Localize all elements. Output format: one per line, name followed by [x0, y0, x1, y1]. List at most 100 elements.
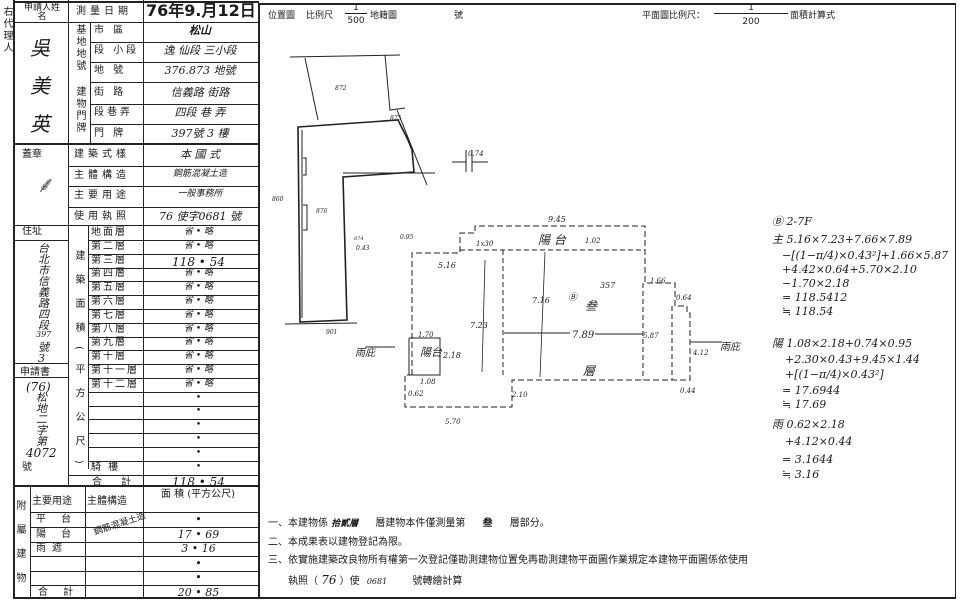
- attached-area: 3 • 16: [181, 542, 216, 555]
- divider: [30, 556, 258, 557]
- floor-plan: [365, 150, 722, 408]
- divider: [30, 512, 258, 513]
- door-row-value: 397號 3 樓: [171, 127, 229, 140]
- divider: [13, 143, 259, 145]
- address-char: 四: [38, 308, 49, 321]
- floor-area-value: •: [195, 420, 202, 431]
- application-no-char: 4072: [26, 446, 57, 460]
- divider: [88, 405, 258, 407]
- floor-label: 地面層: [91, 227, 127, 238]
- base-label: 基地地號: [74, 24, 85, 72]
- plan-dimension-floor_char2: 層: [583, 364, 597, 378]
- cadastral-map-label: 地籍圖: [370, 11, 398, 21]
- door-row-label: 門 牌: [94, 128, 127, 139]
- property-value: 一般事務所: [177, 189, 223, 199]
- property-label: 主體構造: [74, 170, 130, 181]
- divider: [258, 3, 956, 5]
- calculation-line: = 118.5412: [782, 291, 848, 304]
- calculation-line: = 17.6944: [782, 384, 841, 397]
- parcel-number: 872: [335, 85, 347, 92]
- divider: [68, 186, 258, 187]
- attached-area: 17 • 69: [177, 527, 220, 541]
- door-row-value: 信義路 街路: [170, 86, 230, 99]
- divider: [13, 225, 259, 226]
- floor-label: 第六層: [91, 296, 127, 307]
- property-value: 鋼筋混凝土造: [172, 169, 227, 179]
- application-no-char: (76): [26, 380, 51, 394]
- applicant-name-char: 英: [30, 112, 50, 136]
- plan-dimension-d043: 0.43: [356, 245, 370, 252]
- divider: [90, 124, 258, 125]
- divider: [13, 485, 259, 487]
- floor-label: 第三層: [91, 254, 127, 266]
- divider: [955, 3, 956, 599]
- floor-area-value: 省 • 略: [183, 282, 214, 293]
- divider: [30, 541, 258, 543]
- address-char: 台: [38, 242, 49, 255]
- divider: [68, 207, 258, 208]
- divider: [13, 0, 15, 598]
- calculation-line: +4.42×0.64+5.70×2.10: [782, 263, 917, 276]
- application-no-char: 字: [36, 424, 47, 437]
- divider: [13, 1, 259, 3]
- divider: [88, 336, 258, 338]
- address-char: 397: [36, 330, 52, 339]
- calculation-line: +[(1−π/4)×0.43²]: [785, 368, 884, 381]
- address-char: 3: [38, 352, 45, 365]
- door-row-value: 四段 巷 弄: [174, 106, 226, 119]
- location-scale-denominator: 500: [347, 16, 365, 26]
- divider: [90, 62, 258, 63]
- divider: [30, 570, 258, 572]
- divider: [88, 364, 258, 366]
- calculation-line: −1.70×2.18: [782, 277, 850, 290]
- location-map: [284, 54, 435, 325]
- door-label: 建物門牌: [74, 86, 85, 134]
- plan-dimension-unit: Ⓑ: [568, 292, 579, 303]
- parcel-number: 901: [326, 329, 337, 336]
- note-1-floor: 叁: [482, 518, 493, 529]
- plan-dimension-d102: 1.02: [585, 237, 601, 245]
- area-label: 建築面積(平方公尺): [73, 250, 84, 478]
- floor-label: 第十二層: [91, 378, 139, 390]
- plan-dimension-d108: 1.08: [420, 378, 436, 386]
- floor-area-value: 省 • 略: [183, 365, 214, 375]
- property-label: 建築式樣: [74, 149, 130, 160]
- application-no-suffix: 號: [22, 462, 32, 473]
- date-value: 76年9.月12日: [146, 1, 256, 20]
- divider: [88, 419, 258, 421]
- application-no-char: 第: [36, 435, 47, 448]
- floor-area-value: 省 • 略: [183, 323, 214, 334]
- floor-label: 第四層: [91, 268, 127, 280]
- note-3: 三、依實施建築改良物所有權第一次登記僅勘測建物位置免再勘測建物平面圖作業規定本建…: [268, 555, 748, 566]
- floor-label: 第二層: [91, 240, 127, 252]
- plan-dimension-d074: 0.74: [468, 150, 484, 158]
- plan-dimension-d716: 7.16: [532, 296, 550, 305]
- seal-stamp: ⸙: [36, 173, 53, 198]
- plan-dimension-balcony_left: 陽台: [420, 346, 443, 359]
- applicant-name-char: 吳: [30, 36, 50, 60]
- address-char: 北: [38, 253, 49, 266]
- floor-area-value: 118 • 54: [172, 254, 225, 269]
- plan-dimension-d587: 5.87: [643, 332, 659, 340]
- plan-dimension-d789: 7.89: [572, 330, 595, 341]
- attached-side-label: 附屬建物: [14, 500, 25, 596]
- note-4-mid: ）使: [339, 576, 360, 587]
- base-row-label: 市 區: [94, 25, 127, 36]
- floor-area-value: 省 • 略: [183, 227, 214, 237]
- attached-header-use: 主要用途: [32, 496, 72, 507]
- divider: [88, 295, 258, 297]
- plan-dimension-d218: 2.18: [442, 351, 461, 360]
- base-row-value: 逸 仙段 三小段: [163, 44, 237, 57]
- plan-dimension-d210: 2.10: [511, 391, 528, 399]
- application-no-char: 地: [36, 402, 47, 415]
- property-value: 76 使字0681 號: [159, 210, 241, 223]
- plan-dimension-d130: 1x30: [476, 240, 494, 248]
- calculation-line: Ⓑ 2-7F: [772, 215, 812, 228]
- note-4-suffix: 號轉繪計算: [412, 576, 463, 587]
- base-row-label: 段 小段: [94, 45, 140, 56]
- calculation-line: +4.12×0.44: [785, 435, 853, 448]
- floor-label: 第七層: [91, 309, 127, 321]
- floor-label: 第五層: [91, 282, 127, 294]
- calculation-line: +2.30×0.43+9.45×1.44: [785, 353, 920, 366]
